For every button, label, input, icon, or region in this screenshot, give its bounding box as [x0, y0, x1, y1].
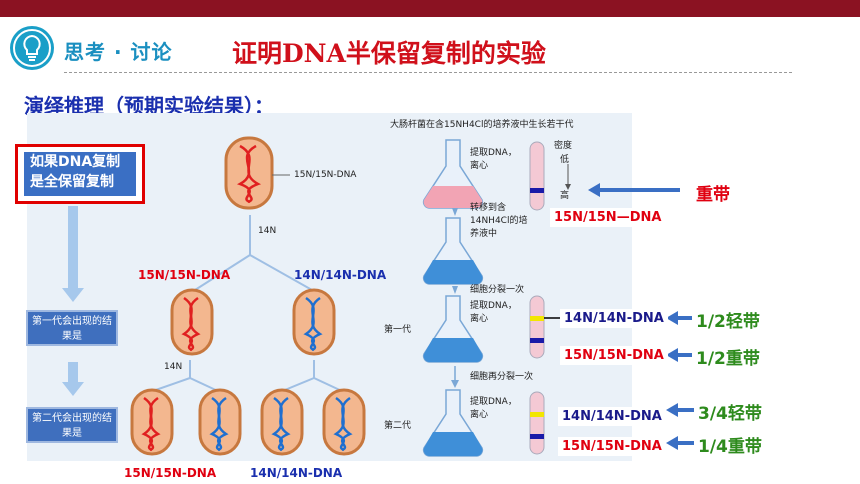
flask-3: [422, 295, 484, 363]
density-low: 低: [560, 155, 570, 165]
g1-heavy-dna-label: 15N/15N-DNA: [560, 346, 668, 365]
g1-heavy-ratio: 1/2重带: [696, 349, 760, 369]
page-title: 证明DNA半保留复制的实验: [232, 39, 546, 68]
lightbulb-icon: [10, 26, 54, 70]
divide-once-label: 细胞分裂一次: [470, 285, 525, 295]
gen1-left-label: 15N/15N-DNA: [138, 268, 231, 282]
flow-arrow-head-1: [62, 288, 84, 302]
arrow-heavy-parent: [588, 183, 680, 197]
step-extract-1: 提取DNA，离心: [470, 148, 517, 171]
parent-cell: [224, 136, 274, 210]
arrow-g2-heavy: [666, 436, 694, 450]
gen1-row-label: 第一代: [384, 325, 412, 335]
g1-light-ratio: 1/2轻带: [696, 312, 760, 332]
condition-line-2: 是全保留复制: [30, 174, 114, 190]
flow-arrow-shaft-1: [68, 206, 78, 290]
gen2-cell-3: [260, 388, 304, 456]
gen1-cell-left: [170, 288, 214, 356]
gen2-cell-4: [322, 388, 366, 456]
condition-line-1: 如果DNA复制: [30, 154, 121, 170]
g2-light-ratio: 3/4轻带: [698, 404, 762, 424]
g2-heavy-ratio: 1/4重带: [698, 437, 762, 457]
density-label: 密度: [554, 141, 573, 151]
condition-box: 如果DNA复制 是全保留复制: [15, 144, 145, 204]
transfer-label: 转移到含14NH4Cl的培养液中: [470, 203, 528, 239]
g2-light-dna-label: 14N/14N-DNA: [558, 407, 666, 426]
n14-label: 14N: [258, 226, 277, 236]
parent-tube-dna-label: 15N/15N—DNA: [550, 208, 666, 227]
top-bar: [0, 0, 860, 17]
gen2-cell-2: [198, 388, 242, 456]
n14-label-2: 14N: [164, 362, 183, 372]
flow-arrow-head-2: [62, 382, 84, 396]
parent-dna-label: 15N/15N-DNA: [294, 170, 357, 180]
section-category: 思考 · 讨论: [64, 40, 173, 64]
arrow-g1-heavy: [666, 348, 692, 362]
gen2-left-label: 15N/15N-DNA: [124, 466, 217, 480]
divide-again-label: 细胞再分裂一次: [470, 372, 534, 382]
gen1-question-box: 第一代会出现的结果是: [26, 310, 118, 346]
arrow-g2-light: [666, 403, 694, 417]
gen2-right-label: 14N/14N-DNA: [250, 466, 343, 480]
gen2-question-box: 第二代会出现的结果是: [26, 407, 118, 443]
g1-light-dna-label: 14N/14N-DNA: [560, 309, 668, 328]
arrow-g1-light: [666, 311, 692, 325]
gen2-cell-1: [130, 388, 174, 456]
step-extract-3: 提取DNA，离心: [470, 397, 517, 420]
flask-4: [422, 389, 484, 457]
flask-2: [422, 217, 484, 285]
density-high: 高: [560, 191, 570, 201]
gen2-row-label: 第二代: [384, 421, 412, 431]
heavy-band-label: 重带: [696, 185, 730, 205]
tube-gen2: [529, 391, 545, 455]
tube-parent: [529, 141, 545, 211]
header-divider: [64, 72, 792, 73]
tube-gen1: [529, 295, 545, 359]
flow-arrow-shaft-2: [68, 362, 78, 384]
g2-heavy-dna-label: 15N/15N-DNA: [558, 437, 666, 456]
figure-caption: 大肠杆菌在含15NH4Cl的培养液中生长若干代: [390, 120, 574, 130]
gen1-cell-right: [292, 288, 336, 356]
step-extract-2: 提取DNA，离心: [470, 301, 517, 324]
flask-1: [422, 139, 484, 209]
gen1-right-label: 14N/14N-DNA: [294, 268, 387, 282]
